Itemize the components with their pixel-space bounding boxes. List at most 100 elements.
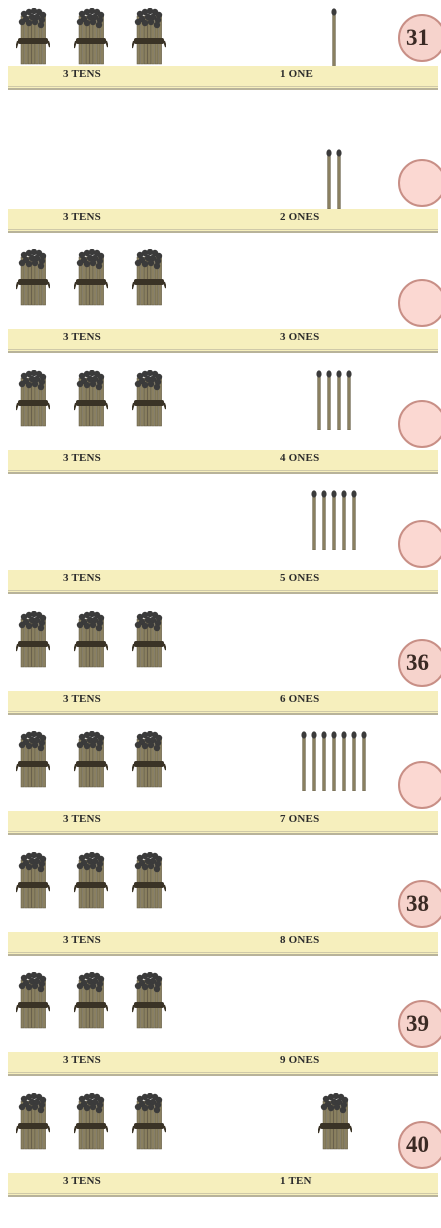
answer-circle[interactable]: 36: [398, 639, 441, 687]
single-matchstick-icon: [336, 149, 342, 209]
bundle-of-ten-icon: [74, 370, 108, 428]
bundle-of-ten-icon: [74, 1093, 108, 1151]
single-matchstick-icon: [331, 490, 337, 550]
ones-label: 1 ONE: [280, 68, 313, 80]
bundle-of-ten-icon: [74, 8, 108, 66]
exercise-row: 3 TENS 3 ONES: [0, 241, 441, 361]
answer-circle[interactable]: 39: [398, 1000, 441, 1048]
bundle-of-ten-icon: [16, 1093, 50, 1151]
single-matchstick-icon: [311, 490, 317, 550]
bundle-of-ten-icon: [74, 249, 108, 307]
answer-circle[interactable]: 40: [398, 1121, 441, 1169]
ones-label: 8 ONES: [280, 934, 319, 946]
single-matchstick-icon: [321, 731, 327, 791]
ones-sticks: [301, 731, 371, 793]
exercise-row: 36 3 TENS 6 ONES: [0, 603, 441, 723]
bundle-of-ten-icon: [16, 972, 50, 1030]
exercise-row: 3 TENS 4 ONES: [0, 362, 441, 482]
tens-bundles: [16, 249, 176, 307]
label-band: 3 TENS 4 ONES: [8, 450, 438, 474]
bundle-of-ten-icon: [74, 731, 108, 789]
tens-bundles: [16, 370, 176, 428]
label-band: 3 TENS 5 ONES: [8, 570, 438, 594]
ones-label: 5 ONES: [280, 572, 319, 584]
bundle-of-ten-icon: [16, 370, 50, 428]
single-matchstick-icon: [351, 731, 357, 791]
band-divider: [8, 952, 438, 953]
single-matchstick-icon: [341, 490, 347, 550]
single-matchstick-icon: [301, 731, 307, 791]
bundle-of-ten-icon: [74, 611, 108, 669]
bundle-of-ten-icon: [132, 8, 166, 66]
bundle-of-ten-icon: [132, 1093, 166, 1151]
tens-bundles: [16, 852, 176, 910]
tens-label: 3 TENS: [63, 813, 101, 825]
ones-sticks: [326, 149, 346, 211]
answer-circle-blank[interactable]: [398, 520, 441, 568]
tens-label: 3 TENS: [63, 452, 101, 464]
bundle-of-ten-icon: [16, 731, 50, 789]
single-matchstick-icon: [331, 8, 337, 68]
answer-circle[interactable]: 38: [398, 880, 441, 928]
ones-label: 4 ONES: [280, 452, 319, 464]
single-matchstick-icon: [336, 370, 342, 430]
tens-label: 3 TENS: [63, 572, 101, 584]
tens-label: 3 TENS: [63, 68, 101, 80]
bundle-of-ten-icon: [74, 852, 108, 910]
band-divider: [8, 1072, 438, 1073]
tens-bundles: [16, 972, 176, 1030]
tens-bundles: [16, 731, 176, 789]
answer-circle[interactable]: 31: [398, 14, 441, 62]
tens-bundles: [16, 8, 176, 66]
answer-circle-blank[interactable]: [398, 400, 441, 448]
tens-label: 3 TENS: [63, 693, 101, 705]
answer-circle-blank[interactable]: [398, 761, 441, 809]
answer-circle-blank[interactable]: [398, 159, 441, 207]
single-matchstick-icon: [326, 149, 332, 209]
band-divider: [8, 1193, 438, 1194]
label-band: 3 TENS 6 ONES: [8, 691, 438, 715]
ones-label: 6 ONES: [280, 693, 319, 705]
tens-label: 3 TENS: [63, 211, 101, 223]
exercise-row: 3 TENS 5 ONES: [0, 482, 441, 602]
band-divider: [8, 470, 438, 471]
bundle-of-ten-icon: [132, 370, 166, 428]
tens-label: 3 TENS: [63, 331, 101, 343]
tens-label: 3 TENS: [63, 1175, 101, 1187]
band-divider: [8, 831, 438, 832]
label-band: 3 TENS 7 ONES: [8, 811, 438, 835]
bundle-of-ten-icon: [16, 611, 50, 669]
single-matchstick-icon: [331, 731, 337, 791]
ones-label: 7 ONES: [280, 813, 319, 825]
answer-circle-blank[interactable]: [398, 279, 441, 327]
single-matchstick-icon: [346, 370, 352, 430]
single-matchstick-icon: [316, 370, 322, 430]
tens-bundles: [16, 611, 176, 669]
bundle-of-ten-icon: [318, 1093, 352, 1151]
ones-label: 3 ONES: [280, 331, 319, 343]
bundle-of-ten-icon: [132, 611, 166, 669]
band-divider: [8, 229, 438, 230]
ones-sticks: [311, 490, 361, 552]
bundle-of-ten-icon: [16, 249, 50, 307]
label-band: 3 TENS 3 ONES: [8, 329, 438, 353]
single-matchstick-icon: [341, 731, 347, 791]
band-divider: [8, 349, 438, 350]
bundle-of-ten-icon: [132, 249, 166, 307]
band-divider: [8, 590, 438, 591]
bundle-of-ten-icon: [132, 972, 166, 1030]
ones-sticks: [331, 8, 341, 70]
exercise-row: 3 TENS 7 ONES: [0, 723, 441, 843]
single-matchstick-icon: [326, 370, 332, 430]
band-divider: [8, 86, 438, 87]
ones-sticks: [316, 370, 356, 432]
single-matchstick-icon: [321, 490, 327, 550]
bundle-of-ten-icon: [16, 8, 50, 66]
